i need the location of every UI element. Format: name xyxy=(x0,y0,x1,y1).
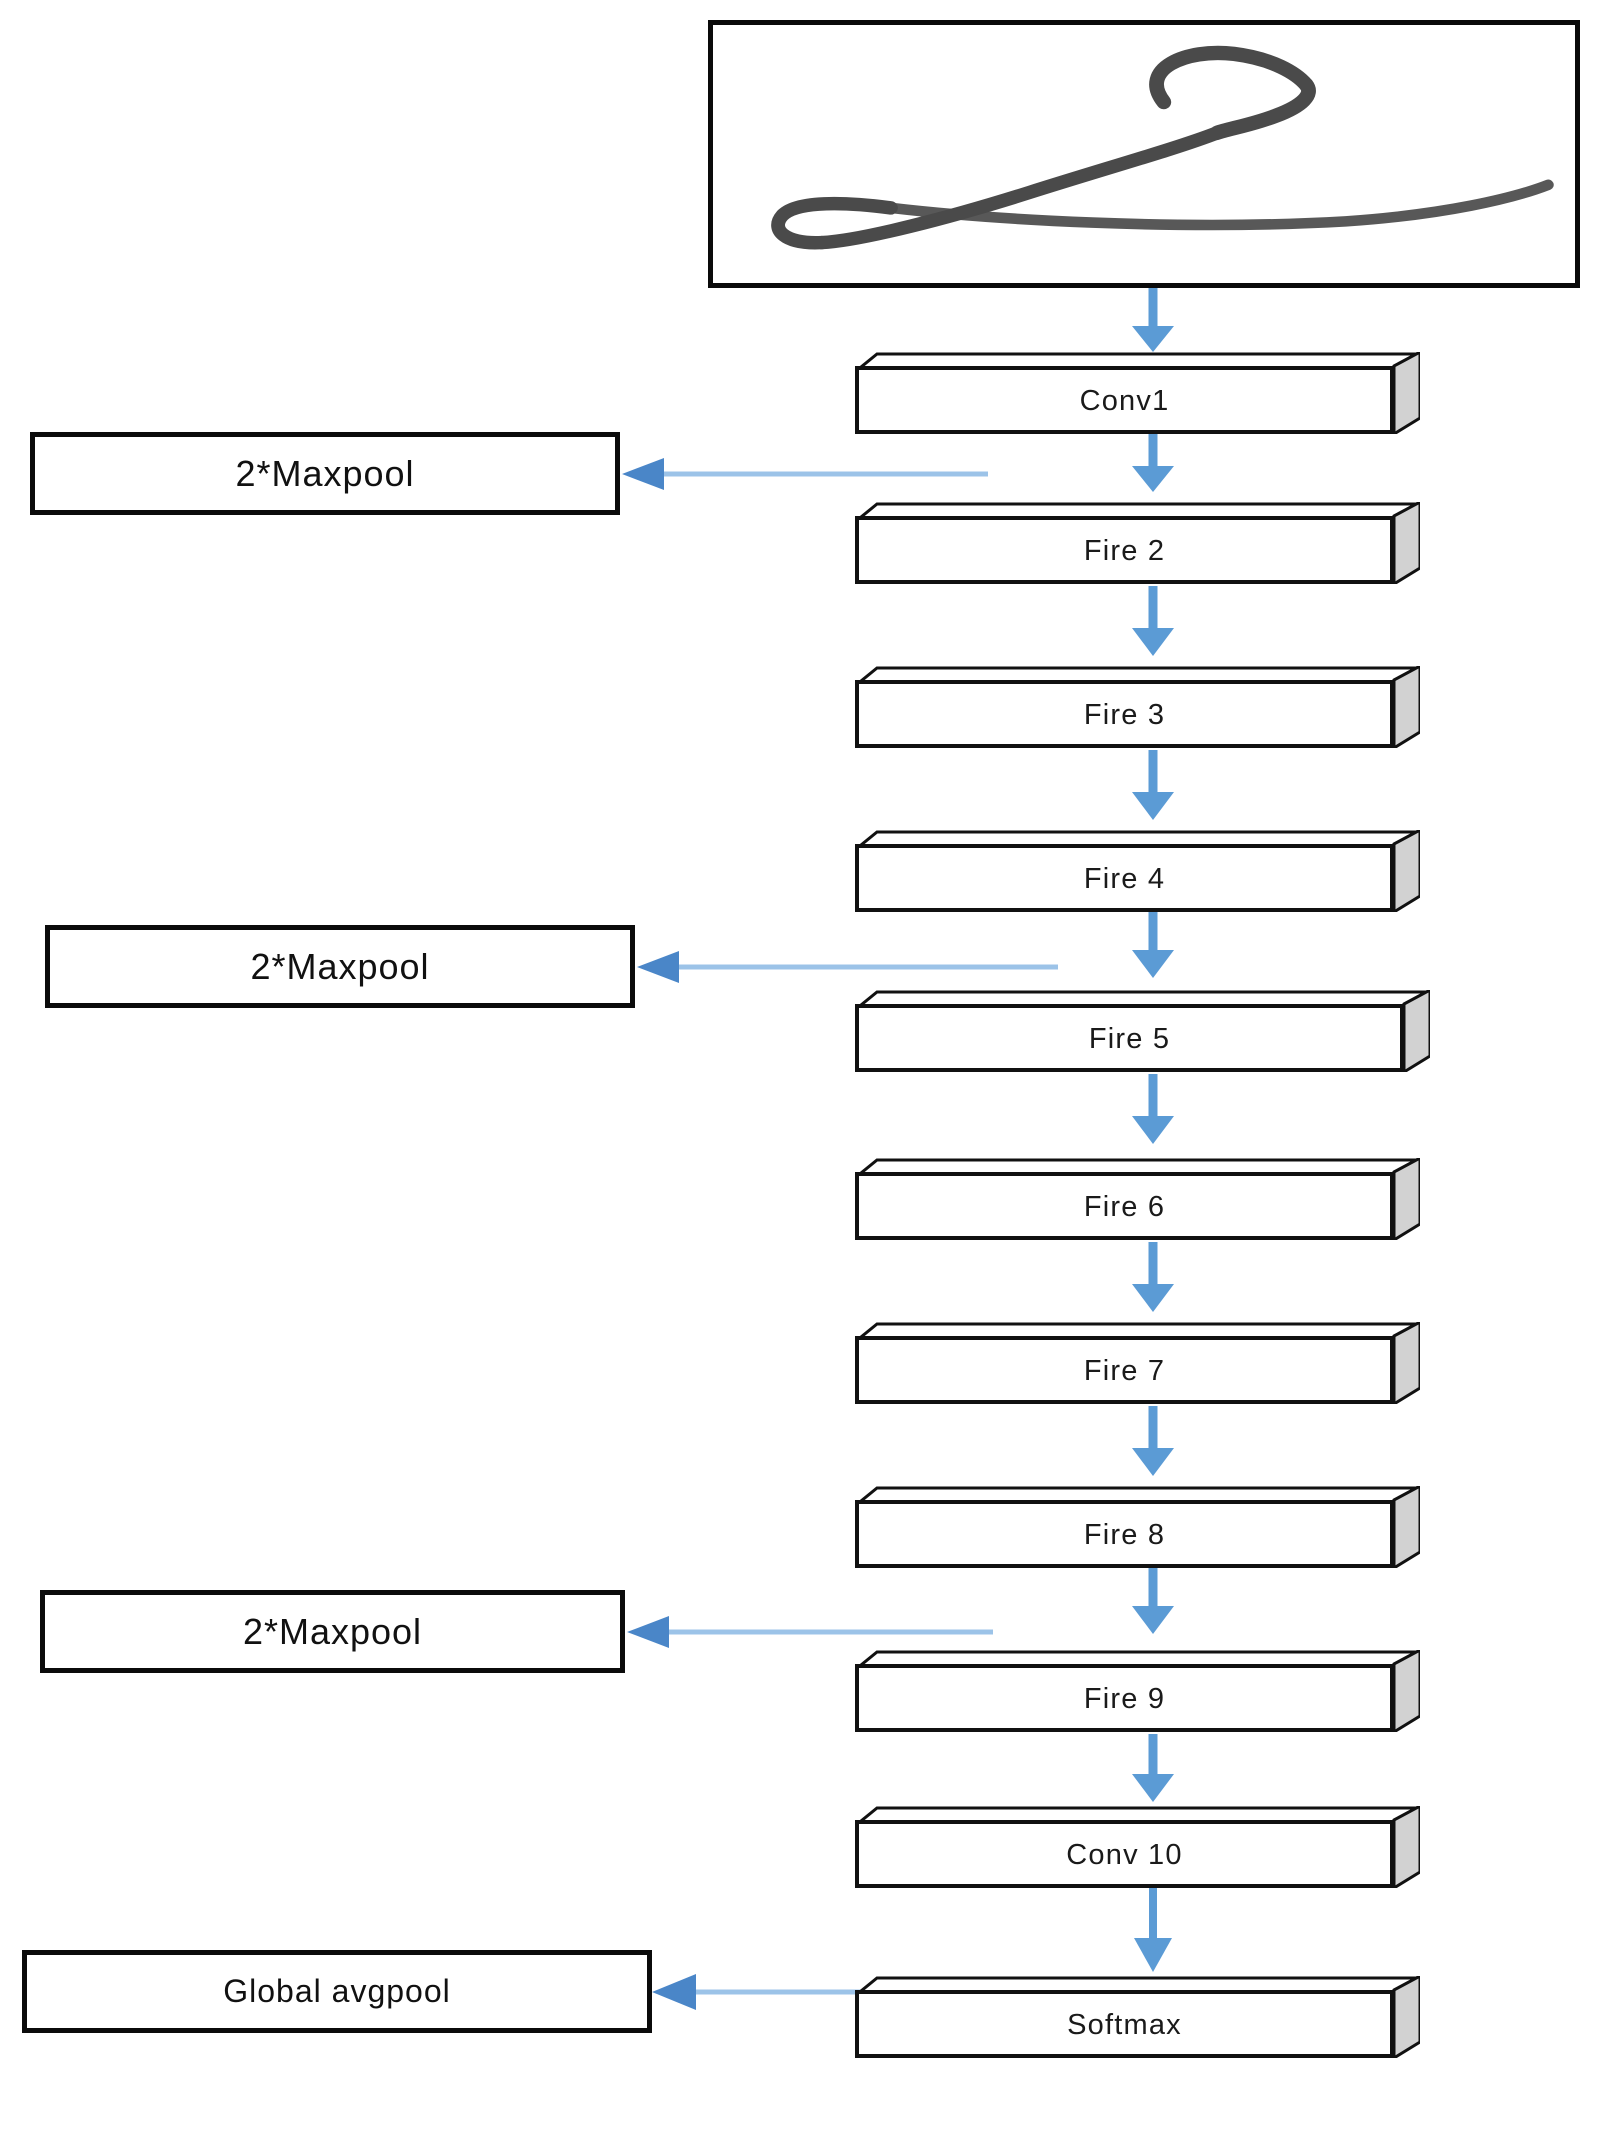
block-front-face: Fire 3 xyxy=(855,680,1394,748)
block-label: Fire 5 xyxy=(1088,1022,1171,1055)
pipeline-block-fire9[interactable]: Fire 9 xyxy=(855,1650,1420,1732)
block-side-face xyxy=(1390,1650,1420,1732)
side-label-text: 2*Maxpool xyxy=(250,945,430,987)
pipeline-block-fire8[interactable]: Fire 8 xyxy=(855,1486,1420,1568)
pipeline-block-conv10[interactable]: Conv 10 xyxy=(855,1806,1420,1888)
side-label-maxpool-3[interactable]: 2*Maxpool xyxy=(40,1590,625,1673)
block-label: Conv 10 xyxy=(1066,1838,1183,1871)
pipeline-block-fire7[interactable]: Fire 7 xyxy=(855,1322,1420,1404)
block-side-face xyxy=(1390,502,1420,584)
block-label: Fire 7 xyxy=(1083,1354,1166,1387)
block-label: Fire 8 xyxy=(1083,1518,1166,1551)
pipeline-block-fire2[interactable]: Fire 2 xyxy=(855,502,1420,584)
side-label-text: 2*Maxpool xyxy=(235,452,415,494)
block-label: Softmax xyxy=(1067,2008,1182,2041)
side-label-text: Global avgpool xyxy=(223,1973,451,2009)
arrow-fire2-to-fire3 xyxy=(1132,586,1174,656)
block-front-face: Fire 8 xyxy=(855,1500,1394,1568)
arrow-fire6-to-fire7 xyxy=(1132,1242,1174,1312)
pipeline-block-fire4[interactable]: Fire 4 xyxy=(855,830,1420,912)
block-label: Fire 3 xyxy=(1083,698,1166,731)
block-side-face xyxy=(1390,1806,1420,1888)
block-front-face: Softmax xyxy=(855,1990,1394,2058)
side-label-maxpool-1[interactable]: 2*Maxpool xyxy=(30,432,620,515)
block-side-face xyxy=(1390,1486,1420,1568)
block-label: Conv1 xyxy=(1079,384,1170,417)
signature-stroke xyxy=(771,45,1554,250)
pipeline-block-conv1[interactable]: Conv1 xyxy=(855,352,1420,434)
block-side-face xyxy=(1400,990,1430,1072)
side-label-maxpool-2[interactable]: 2*Maxpool xyxy=(45,925,635,1008)
block-label: Fire 6 xyxy=(1083,1190,1166,1223)
block-label: Fire 9 xyxy=(1083,1682,1166,1715)
block-side-face xyxy=(1390,666,1420,748)
pipeline-block-softmax[interactable]: Softmax xyxy=(855,1976,1420,2058)
arrow-fire8-to-fire9 xyxy=(1132,1568,1174,1634)
block-front-face: Fire 6 xyxy=(855,1172,1394,1240)
side-label-text: 2*Maxpool xyxy=(242,1610,423,1652)
input-signature-image xyxy=(708,20,1580,288)
arrow-fire4-to-fire5 xyxy=(1132,912,1174,978)
block-front-face: Fire 9 xyxy=(855,1664,1394,1732)
arrow-fire7-to-fire8 xyxy=(1132,1406,1174,1476)
block-side-face xyxy=(1390,1322,1420,1404)
arrow-fire3-to-fire4 xyxy=(1132,750,1174,820)
block-side-face xyxy=(1390,352,1420,434)
arrow-conv1-to-maxpool-1 xyxy=(622,458,988,490)
block-front-face: Fire 7 xyxy=(855,1336,1394,1404)
block-front-face: Conv1 xyxy=(855,366,1394,434)
pipeline-block-fire5[interactable]: Fire 5 xyxy=(855,990,1430,1072)
arrow-conv10-to-softmax xyxy=(1134,1888,1172,1972)
arrow-image-to-conv1 xyxy=(1132,288,1174,352)
arrow-fire8-to-maxpool-3 xyxy=(627,1616,993,1648)
block-label: Fire 4 xyxy=(1083,862,1166,895)
arrow-fire5-to-fire6 xyxy=(1132,1074,1174,1144)
block-side-face xyxy=(1390,830,1420,912)
block-side-face xyxy=(1390,1158,1420,1240)
block-front-face: Fire 2 xyxy=(855,516,1394,584)
arrow-fire4-to-maxpool-2 xyxy=(637,951,1058,983)
pipeline-block-fire3[interactable]: Fire 3 xyxy=(855,666,1420,748)
block-front-face: Fire 4 xyxy=(855,844,1394,912)
side-label-global-avgpool[interactable]: Global avgpool xyxy=(22,1950,652,2033)
arrow-fire9-to-conv10 xyxy=(1132,1734,1174,1802)
block-side-face xyxy=(1390,1976,1420,2058)
block-front-face: Fire 5 xyxy=(855,1004,1404,1072)
block-label: Fire 2 xyxy=(1083,534,1166,567)
pipeline-block-fire6[interactable]: Fire 6 xyxy=(855,1158,1420,1240)
arrow-conv1-to-fire2 xyxy=(1132,432,1174,492)
block-front-face: Conv 10 xyxy=(855,1820,1394,1888)
